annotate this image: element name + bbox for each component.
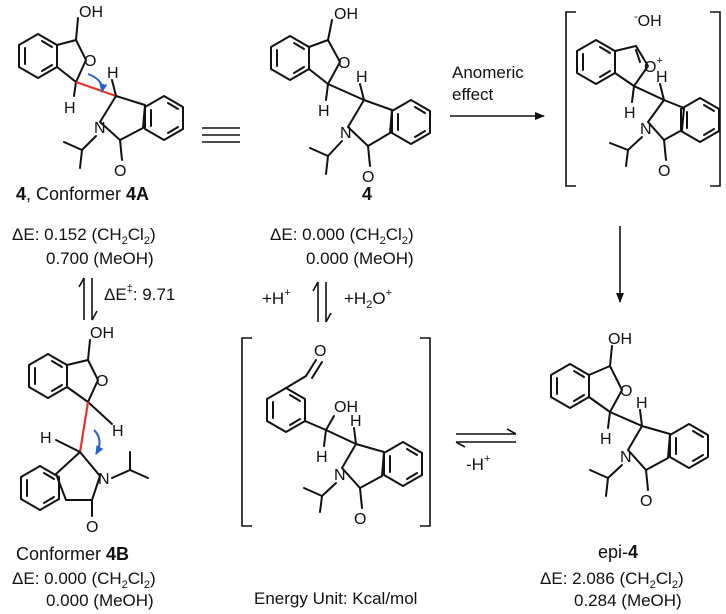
h-label: H	[600, 431, 612, 448]
h-label: H	[356, 69, 368, 86]
nitrogen-label: N	[334, 467, 346, 484]
structure-compound-4: OH O H H N O	[270, 6, 431, 186]
equilibrium-arrow-aldehyde-epi4	[455, 428, 517, 448]
h-label: H	[107, 65, 119, 82]
deprotonation-label: -H+	[466, 453, 490, 474]
h-label: H	[318, 103, 330, 120]
hydroxyl-label: OH	[334, 6, 358, 23]
caption-conformer-4a: 4, Conformer 4A	[16, 184, 149, 204]
equilibrium-arrow-4-aldehyde	[312, 281, 332, 323]
ring-oxygen-label: O	[84, 53, 96, 70]
carbonyl-oxygen-label: O	[640, 493, 652, 510]
aldehyde-oxygen-label: O	[314, 343, 326, 360]
structure-epi-4: OH O H H N O	[550, 331, 709, 510]
caption-epi-4: epi-4	[598, 542, 638, 562]
h-label: H	[350, 413, 362, 430]
nitrogen-label: N	[620, 449, 632, 466]
oxonium-label: O+	[644, 55, 663, 76]
caption-compound-4: 4	[362, 184, 372, 204]
hydroxyl-label: OH	[608, 331, 632, 348]
ring-oxygen-label: O	[620, 383, 632, 400]
nitrogen-label: N	[640, 121, 652, 138]
anomeric-label-line2: effect	[452, 85, 494, 104]
hydroxyl-label: OH	[90, 325, 114, 342]
hydroxyl-label: OH	[334, 399, 358, 416]
bracket-right	[420, 337, 431, 527]
structure-conformer-4a: OH O H H N O	[18, 4, 184, 180]
ring-oxygen-label: O	[96, 373, 108, 390]
structure-conformer-4b: OH O H H N O	[20, 325, 149, 536]
rotation-arrow	[93, 429, 104, 455]
nitrogen-label: N	[340, 125, 352, 142]
bracket-left	[565, 11, 576, 187]
rotation-barrier: ΔE‡: 9.71	[104, 283, 175, 304]
energy-epi4-ch2cl2: ΔE: 2.086 (CH2Cl2)	[540, 569, 684, 591]
hydronium-label: +H2O+	[344, 287, 392, 311]
structure-open-aldehyde: O OH H H N O	[266, 343, 423, 528]
h-label: H	[624, 105, 636, 122]
energy-4a-ch2cl2: ΔE: 0.152 (CH2Cl2)	[12, 225, 156, 247]
carbonyl-oxygen-label: O	[354, 511, 366, 528]
bracket-left	[241, 337, 252, 527]
h-label: H	[316, 449, 328, 466]
energy-4-ch2cl2: ΔE: 0.000 (CH2Cl2)	[270, 225, 414, 247]
rotation-arrow	[87, 73, 108, 93]
energy-4b-meoh: 0.000 (MeOH)	[46, 591, 154, 610]
h-label: H	[656, 69, 668, 86]
carbonyl-oxygen-label: O	[114, 163, 126, 180]
h-label: H	[636, 395, 648, 412]
proton-label: +H+	[262, 287, 291, 308]
caption-conformer-4b: Conformer 4B	[16, 544, 129, 564]
energy-epi4-meoh: 0.284 (MeOH)	[574, 591, 682, 610]
hydroxide-label: -OH	[634, 11, 662, 30]
equilibrium-arrow-4a-4b	[78, 277, 98, 321]
energy-4-meoh: 0.000 (MeOH)	[306, 249, 414, 268]
energy-unit-note: Energy Unit: Kcal/mol	[254, 589, 417, 608]
energy-4a-meoh: 0.700 (MeOH)	[46, 249, 154, 268]
h-label: H	[64, 100, 76, 117]
carbonyl-oxygen-label: O	[658, 163, 670, 180]
carbonyl-oxygen-label: O	[86, 519, 98, 536]
ring-oxygen-label: O	[338, 55, 350, 72]
nitrogen-label: N	[94, 120, 106, 137]
bracket-right	[710, 11, 721, 187]
h-label: H	[112, 423, 124, 440]
structure-oxocarbenium: -OH O+ H H N O	[576, 11, 720, 180]
carbonyl-oxygen-label: O	[362, 169, 374, 186]
energy-4b-ch2cl2: ΔE: 0.000 (CH2Cl2)	[12, 569, 156, 591]
identity-sign	[202, 127, 240, 143]
nitrogen-label: N	[98, 471, 110, 488]
hydroxyl-label: OH	[79, 4, 103, 21]
anomeric-label-line1: Anomeric	[452, 63, 524, 82]
h-label: H	[40, 430, 52, 447]
